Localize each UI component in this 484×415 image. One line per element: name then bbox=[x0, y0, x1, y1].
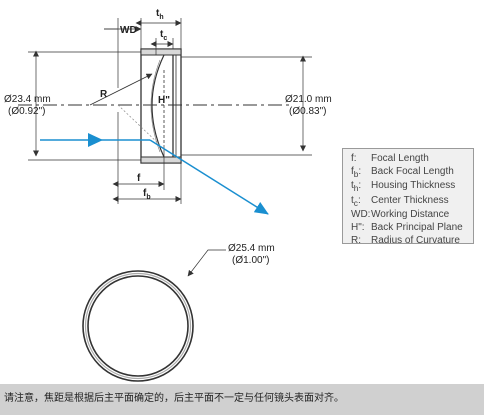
lens-housing bbox=[140, 48, 182, 164]
legend-key: H": bbox=[351, 221, 365, 233]
ring-diameter-in-label: (Ø1.00") bbox=[232, 255, 269, 266]
outgoing-ray bbox=[149, 139, 269, 215]
legend-definition: Back Principal Plane bbox=[371, 221, 463, 233]
legend-definition: Back Focal Length bbox=[371, 165, 454, 177]
left-diameter-in-label: (Ø0.92") bbox=[8, 106, 45, 117]
legend-definition: Center Thickness bbox=[371, 194, 449, 206]
legend-key: th: bbox=[351, 180, 362, 194]
lens-diagram: WD th tc R H" f fb Ø23.4 mm (Ø0.92") Ø21… bbox=[4, 8, 332, 382]
legend-row: R: Radius of Curvature bbox=[351, 235, 473, 248]
legend-row: fb: Back Focal Length bbox=[351, 166, 473, 181]
radius-line bbox=[89, 73, 153, 106]
right-diameter-mm-label: Ø21.0 mm bbox=[285, 94, 332, 105]
h-principal-label: H" bbox=[158, 95, 170, 106]
legend-definition: Housing Thickness bbox=[371, 180, 456, 192]
f-label: f bbox=[137, 173, 141, 184]
wd-label: WD bbox=[120, 25, 137, 36]
legend-key: R: bbox=[351, 234, 361, 246]
ring-diameter-mm-label: Ø25.4 mm bbox=[228, 243, 275, 254]
legend-definition: Working Distance bbox=[371, 209, 450, 221]
ring-leader-line bbox=[187, 249, 226, 277]
legend-row: H": Back Principal Plane bbox=[351, 222, 473, 235]
legend-row: tc: Center Thickness bbox=[351, 195, 473, 210]
legend-row: WD:Working Distance bbox=[351, 209, 473, 222]
legend-key: tc: bbox=[351, 194, 361, 208]
legend-definition: Focal Length bbox=[371, 153, 429, 164]
legend-key: f: bbox=[351, 153, 357, 164]
legend-definition: Radius of Curvature bbox=[371, 234, 460, 246]
legend-key: WD: bbox=[351, 209, 371, 221]
footer-note: 请注意，焦距是根据后主平面确定的，后主平面不一定与任何镜头表面对齐。 bbox=[0, 384, 484, 415]
th-label: th bbox=[156, 8, 164, 21]
fb-label: fb bbox=[143, 188, 151, 201]
symbol-legend: f: Focal Length fb: Back Focal Length th: Hou… bbox=[342, 148, 474, 246]
mounting-ring bbox=[82, 270, 194, 382]
legend-key: fb: bbox=[351, 165, 362, 179]
r-label: R bbox=[100, 89, 108, 100]
right-diameter-in-label: (Ø0.83") bbox=[289, 106, 326, 117]
legend-row: f: Focal Length bbox=[351, 153, 473, 166]
left-diameter-mm-label: Ø23.4 mm bbox=[4, 94, 51, 105]
incoming-ray-arrowhead bbox=[88, 133, 103, 147]
legend-row: th: Housing Thickness bbox=[351, 180, 473, 195]
tc-label: tc bbox=[160, 29, 167, 42]
footer-note-text: 请注意，焦距是根据后主平面确定的，后主平面不一定与任何镜头表面对齐。 bbox=[4, 393, 344, 404]
